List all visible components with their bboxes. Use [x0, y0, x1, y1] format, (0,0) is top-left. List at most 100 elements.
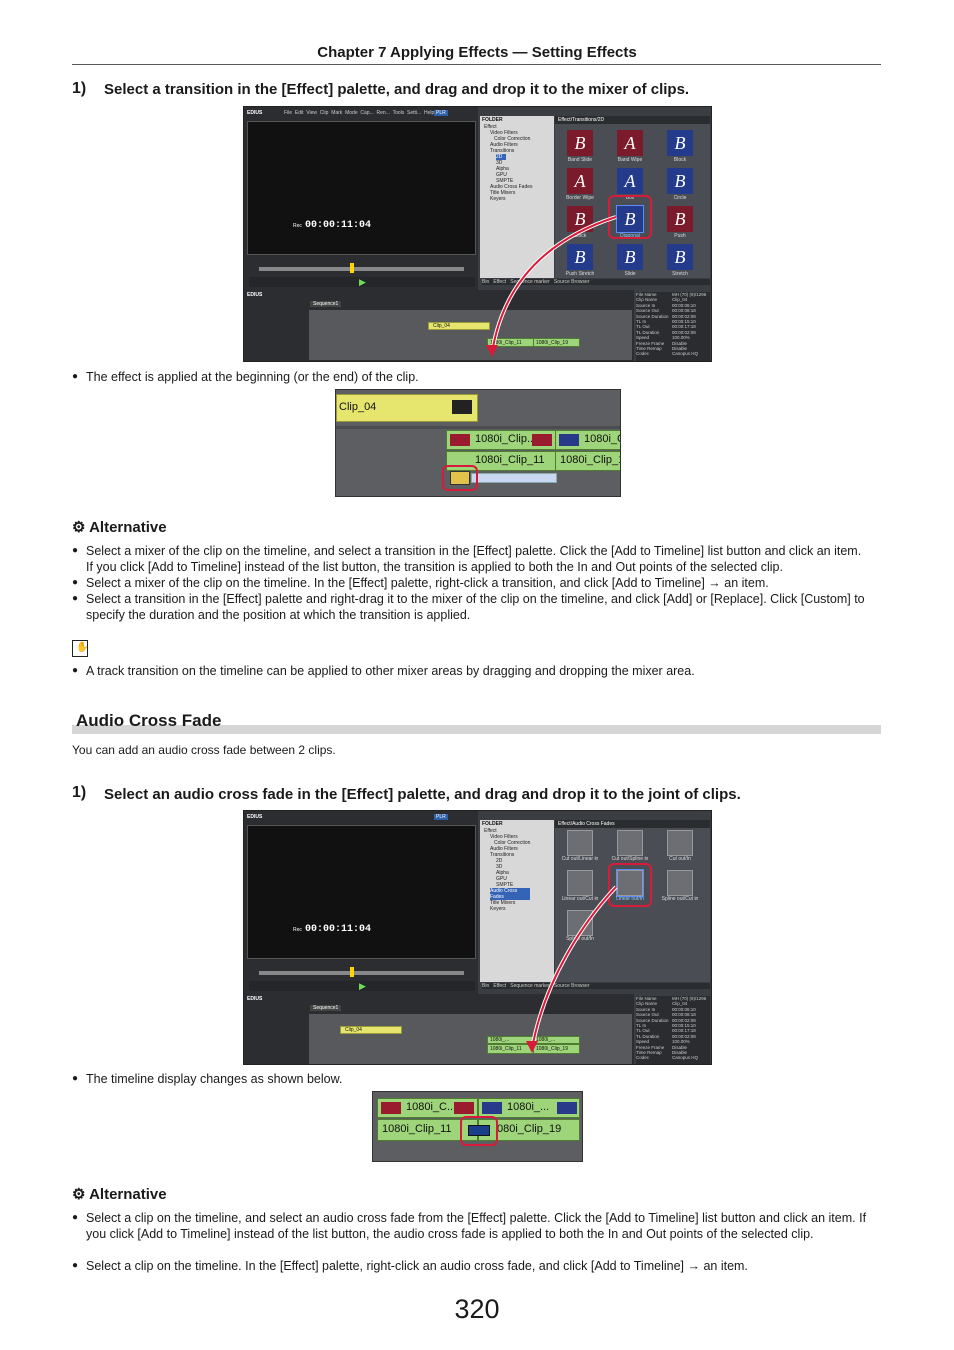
tree-item[interactable]: Color Correction	[494, 840, 531, 846]
tree-title: FOLDER	[482, 117, 503, 123]
audio-fade-tile[interactable]	[667, 870, 693, 896]
audio-fade-tile-selected[interactable]	[616, 869, 644, 897]
tab-effect[interactable]: Effect	[493, 279, 507, 285]
menu-clip[interactable]: Clip	[319, 110, 329, 116]
sequence-tab[interactable]: Sequence1	[310, 1005, 342, 1011]
tree-item[interactable]: Audio Filters	[490, 846, 518, 852]
audio-fade-tile[interactable]	[617, 830, 643, 856]
playhead-handle[interactable]	[350, 263, 354, 273]
effect-tile[interactable]: A	[617, 130, 643, 156]
transport-controls[interactable]: ▶	[249, 981, 475, 991]
timeline-clip[interactable]: 1080i_Clip_19	[533, 338, 580, 347]
effect-tile[interactable]: B	[667, 130, 693, 156]
menu-mode[interactable]: Mode	[345, 110, 358, 116]
menu-mark[interactable]: Mark	[331, 110, 343, 116]
menu-render[interactable]: Ren...	[376, 110, 390, 116]
tree-item[interactable]: Keyers	[490, 196, 506, 202]
sequence-tab[interactable]: Sequence1	[310, 301, 342, 307]
tab-source-browser[interactable]: Source Browser	[553, 279, 590, 285]
audio-fade-indicator[interactable]	[468, 1125, 490, 1136]
tree-item[interactable]: GPU	[496, 172, 507, 178]
tree-item[interactable]: SMPTE	[496, 882, 514, 888]
menu-settings[interactable]: Setti...	[407, 110, 422, 116]
menu-file[interactable]: File	[284, 110, 293, 116]
tree-item[interactable]: 3D	[496, 864, 503, 870]
tree-item-selected[interactable]: Audio Cross Fades	[490, 888, 530, 900]
tree-item[interactable]: Color Correction	[494, 136, 531, 142]
play-icon[interactable]: ▶	[359, 277, 366, 287]
timeline-clip[interactable]: Clip_04	[428, 322, 490, 330]
tree-item-selected[interactable]: 2D	[496, 154, 506, 160]
info-label: Clip Name	[636, 1001, 658, 1007]
timeline-clip[interactable]: Clip_04	[340, 1026, 402, 1034]
audio-fade-tile[interactable]	[567, 870, 593, 896]
tree-item[interactable]: Transitions	[490, 148, 515, 154]
timecode-display: 00:00:11:04	[305, 220, 372, 231]
tab-effect[interactable]: Effect	[493, 983, 507, 989]
zoom-clip-a[interactable]: 1080i_Clip_11	[377, 1119, 478, 1141]
position-slider[interactable]	[259, 971, 464, 975]
transition-icon[interactable]	[450, 471, 470, 485]
drag-arrow	[486, 215, 617, 357]
timeline-window: EDIUS Sequence1 Clip_04 1080i_Clip_11 10…	[244, 290, 634, 361]
tree-item[interactable]: Audio Cross Fades	[490, 184, 533, 190]
tree-item[interactable]: Video Filters	[490, 834, 518, 840]
tree-item[interactable]: Title Mixers	[490, 900, 516, 906]
position-slider[interactable]	[259, 267, 464, 271]
effect-tile[interactable]: A	[567, 168, 593, 194]
playhead-handle[interactable]	[350, 967, 354, 977]
tab-sequence-marker[interactable]: Sequence marker	[510, 279, 550, 285]
info-value: Canopus HQ	[672, 1055, 699, 1061]
tab-sequence-marker[interactable]: Sequence marker	[510, 983, 550, 989]
tree-item[interactable]: Video Filters	[490, 130, 518, 136]
tree-item[interactable]: GPU	[496, 876, 507, 882]
effect-tile[interactable]: B	[617, 244, 643, 270]
audio-fade-tile[interactable]	[567, 830, 593, 856]
menu-view[interactable]: View	[306, 110, 317, 116]
info-value: 00:00:06:10	[672, 302, 696, 308]
plr-toggle[interactable]: PLR	[434, 110, 448, 116]
effect-tile[interactable]: A	[617, 168, 643, 194]
tab-bin[interactable]: Bin	[482, 983, 490, 989]
zoom-clip-b[interactable]: 1080i_Clip_19	[555, 451, 620, 471]
info-label: Source In	[636, 1006, 656, 1012]
effect-tile[interactable]: B	[567, 130, 593, 156]
transport-controls[interactable]: ▶	[249, 277, 475, 287]
effect-tile[interactable]: B	[667, 206, 693, 232]
tree-item[interactable]: Audio Filters	[490, 142, 518, 148]
plr-toggle[interactable]: PLR	[434, 814, 448, 820]
menu-help[interactable]: Help	[424, 110, 435, 116]
menu-tools[interactable]: Tools	[392, 110, 405, 116]
tree-item[interactable]: Alpha	[496, 166, 509, 172]
zoom-clip-a[interactable]: 1080i_Clip_11	[446, 451, 556, 471]
page-number: 320	[454, 1294, 500, 1324]
mixer-area[interactable]	[471, 473, 557, 483]
palette-tabs: Bin Effect Sequence marker Source Browse…	[482, 279, 710, 285]
tree-item[interactable]: Title Mixers	[490, 190, 516, 196]
zoom-clip-b[interactable]: 080i_Clip_19	[478, 1119, 580, 1141]
tree-item[interactable]: Keyers	[490, 906, 506, 912]
effect-tile[interactable]: B	[567, 244, 593, 270]
tree-item[interactable]: Alpha	[496, 870, 509, 876]
effect-tile[interactable]: B	[667, 168, 693, 194]
audio-fade-tile[interactable]	[667, 830, 693, 856]
tree-item[interactable]: SMPTE	[496, 178, 514, 184]
tab-bin[interactable]: Bin	[482, 279, 490, 285]
effect-tile[interactable]: B	[667, 244, 693, 270]
tab-source-browser[interactable]: Source Browser	[553, 983, 590, 989]
info-value: MH (70) (9)/1296	[672, 292, 707, 297]
play-icon[interactable]: ▶	[359, 981, 366, 991]
tree-item[interactable]: Effect	[484, 828, 497, 834]
effect-folder-tree: FOLDER Effect Video Filters Color Correc…	[480, 820, 554, 982]
tree-item[interactable]: Effect	[484, 124, 497, 130]
tree-item[interactable]: 2D	[496, 858, 503, 864]
tree-item[interactable]: 3D	[496, 160, 503, 166]
menu-capture[interactable]: Cap...	[360, 110, 374, 116]
section-title: Audio Cross Fade	[76, 711, 222, 730]
tree-item[interactable]: Transitions	[490, 852, 515, 858]
menu-edit[interactable]: Edit	[294, 110, 304, 116]
drag-arrow	[526, 885, 618, 1053]
effect-tile-selected[interactable]: B	[616, 205, 644, 233]
